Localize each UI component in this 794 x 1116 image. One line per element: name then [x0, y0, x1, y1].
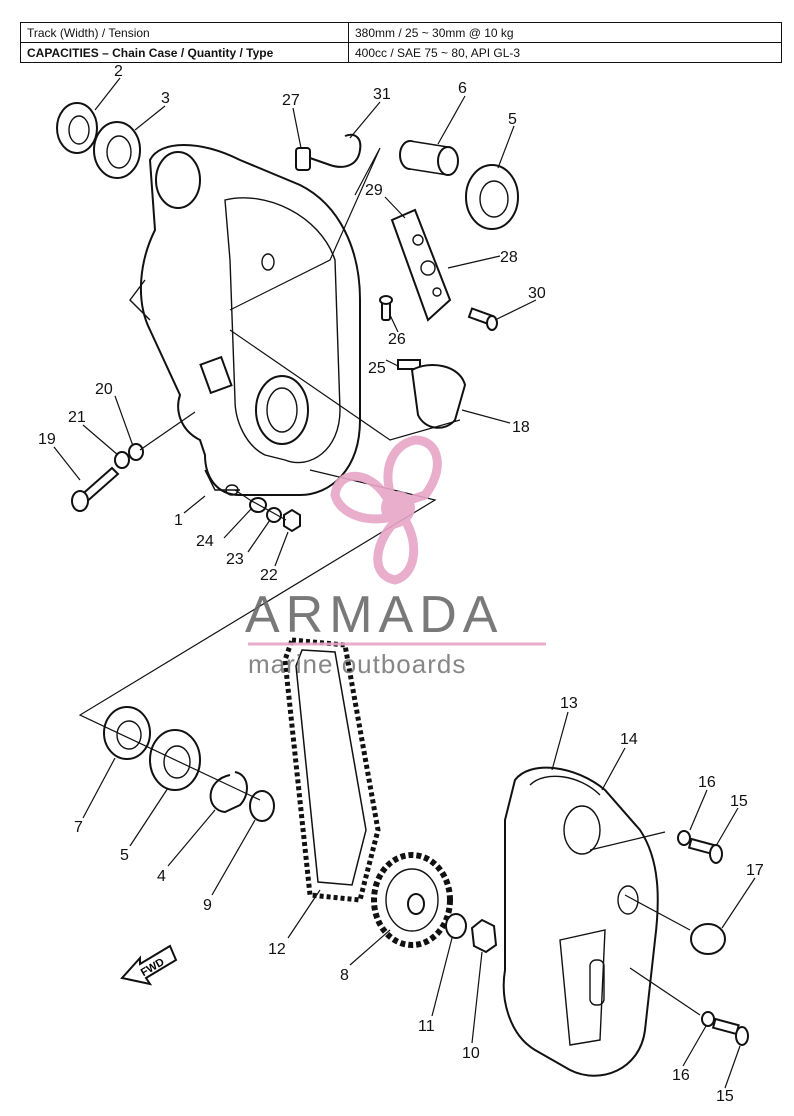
washer-16-upper	[677, 830, 691, 846]
tensioner-plate	[390, 208, 452, 322]
callout-28: 28	[500, 249, 518, 266]
callout-10: 10	[462, 1045, 480, 1062]
bolt-25	[397, 359, 421, 370]
bolt-30	[467, 307, 498, 331]
specifications-table: Track (Width) / Tension 380mm / 25 ~ 30m…	[20, 22, 782, 63]
watermark-tagline: marine outboards	[248, 649, 466, 679]
armada-watermark: ARMADA marine outboards	[245, 435, 546, 679]
circlip-4	[209, 771, 248, 814]
collar-9	[249, 790, 275, 822]
cap-17	[690, 923, 726, 955]
callout-2: 2	[114, 63, 123, 80]
collar-6	[399, 140, 459, 176]
fwd-arrow: FWD	[120, 944, 178, 986]
callout-15-lower: 15	[716, 1088, 734, 1105]
callout-21: 21	[68, 409, 86, 426]
spec-row-capacities: CAPACITIES – Chain Case / Quantity / Typ…	[20, 42, 782, 63]
callout-9: 9	[203, 897, 212, 914]
callout-31: 31	[373, 86, 391, 103]
leader-lines	[53, 77, 756, 1089]
callout-11: 11	[418, 1018, 435, 1035]
callout-15-upper: 15	[730, 793, 748, 810]
screw-26	[379, 295, 393, 321]
bearing-2	[56, 102, 98, 154]
callout-14: 14	[620, 731, 638, 748]
washer-21	[114, 451, 130, 469]
washer-20	[128, 443, 144, 461]
washer-16-lower	[701, 1011, 715, 1027]
callout-13: 13	[560, 695, 578, 712]
callout-25: 25	[368, 360, 386, 377]
nut-22	[283, 508, 301, 533]
callout-26: 26	[388, 331, 406, 348]
bearing-7	[103, 706, 151, 760]
washer-11	[445, 913, 467, 939]
breather-fitting	[295, 133, 362, 171]
callout-1: 1	[174, 512, 183, 529]
callout-numbers: 2 3 27 31 6 5 29 28 30 26 25 18 20 21 19…	[38, 63, 764, 1105]
chain-case-cover	[502, 766, 659, 1077]
callout-17: 17	[746, 862, 764, 879]
spec-value: 400cc / SAE 75 ~ 80, API GL-3	[348, 42, 782, 63]
watermark-brand: ARMADA	[245, 586, 503, 644]
callout-3: 3	[161, 90, 170, 107]
callout-29: 29	[365, 182, 383, 199]
callout-30: 30	[528, 285, 546, 302]
bolt-15-lower	[711, 1017, 749, 1046]
callout-16-lower: 16	[672, 1067, 690, 1084]
callout-19: 19	[38, 431, 56, 448]
bearing-5-upper	[465, 164, 519, 230]
bolt-19	[71, 466, 120, 512]
spec-label: CAPACITIES – Chain Case / Quantity / Typ…	[20, 42, 349, 63]
callout-7: 7	[74, 819, 83, 836]
callout-27: 27	[282, 92, 300, 109]
callout-6: 6	[458, 80, 467, 97]
nut-10	[470, 918, 498, 954]
drive-chain	[282, 637, 381, 903]
callout-22: 22	[260, 567, 278, 584]
callout-24: 24	[196, 533, 214, 550]
callout-18: 18	[512, 419, 530, 436]
propeller-logo-icon	[330, 435, 442, 585]
callout-23: 23	[226, 551, 244, 568]
bolt-15-upper	[687, 837, 723, 864]
callout-12: 12	[268, 941, 286, 958]
callout-5-upper: 5	[508, 111, 517, 128]
chain-case-housing	[129, 144, 361, 496]
callout-16-upper: 16	[698, 774, 716, 791]
sprocket-8	[371, 852, 453, 948]
tensioner-shoe	[410, 364, 467, 429]
bearing-3	[93, 121, 141, 179]
fwd-label: FWD	[139, 956, 167, 979]
callout-4: 4	[157, 868, 166, 885]
callout-8: 8	[340, 967, 349, 984]
callout-20: 20	[95, 381, 113, 398]
callout-5-lower: 5	[120, 847, 129, 864]
